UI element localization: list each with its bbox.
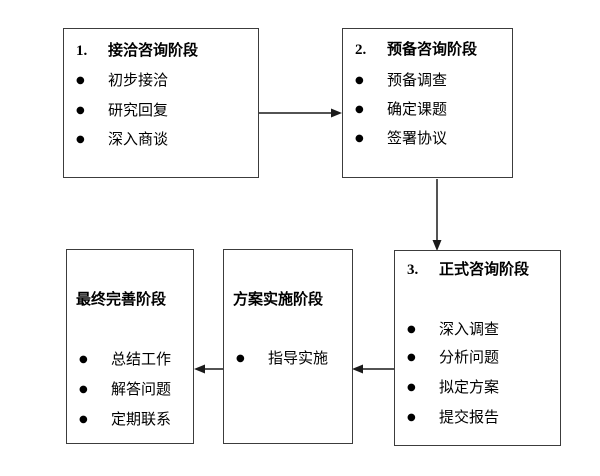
stage-box-formal-consulting: 3. 正式咨询阶段 ● 深入调查 ● 分析问题 ● 拟定方案 ● 提交报告 [394,250,561,446]
bullet-icon: ● [355,75,364,86]
stage-number: 2. [355,42,367,58]
stage-item: ● 分析问题 [395,350,560,366]
stage-box-initial-contact: 1. 接洽咨询阶段 ● 初步接洽 ● 研究回复 ● 深入商谈 [63,28,259,178]
stage-number: 3. [407,262,419,278]
stage-item-label: 预备调查 [387,73,448,89]
bullet-icon: ● [407,382,416,393]
stage-title-row: 1. 接洽咨询阶段 [64,43,258,59]
stage-title-row: 最终完善阶段 [67,292,193,308]
stage-title: 接洽咨询阶段 [108,43,199,59]
arrow-stage1-to-stage2 [258,108,342,118]
stage-title-row: 方案实施阶段 [224,292,352,308]
stage-item-label: 解答问题 [111,382,172,398]
bullet-icon: ● [79,384,88,395]
stage-item-label: 指导实施 [268,351,329,367]
stage-item-label: 提交报告 [439,410,500,426]
stage-item: ● 指导实施 [224,351,352,367]
stage-number: 1. [76,43,88,59]
bullet-icon: ● [355,104,364,115]
stage-item: ● 确定课题 [343,102,512,118]
arrow-stage2-to-stage3 [432,179,442,251]
stage-item-label: 初步接洽 [108,73,169,89]
stage-box-preparation: 2. 预备咨询阶段 ● 预备调查 ● 确定课题 ● 签署协议 [342,28,513,178]
bullet-icon: ● [407,412,416,423]
bullet-icon: ● [76,134,85,145]
bullet-icon: ● [355,133,364,144]
bullet-icon: ● [76,105,85,116]
stage-item: ● 深入调查 [395,322,560,338]
bullet-icon: ● [407,352,416,363]
bullet-icon: ● [236,353,245,364]
stage-item-label: 分析问题 [439,350,500,366]
arrow-implementation-to-final [194,364,223,374]
stage-item: ● 拟定方案 [395,380,560,396]
bullet-icon: ● [407,324,416,335]
stage-title: 最终完善阶段 [76,292,167,308]
stage-item: ● 签署协议 [343,131,512,147]
stage-box-final-improvement: 最终完善阶段 ● 总结工作 ● 解答问题 ● 定期联系 [66,249,194,444]
stage-item-label: 签署协议 [387,131,448,147]
stage-item: ● 研究回复 [64,103,258,119]
stage-title: 方案实施阶段 [233,292,324,308]
stage-item-label: 总结工作 [111,352,172,368]
bullet-icon: ● [79,354,88,365]
stage-item: ● 解答问题 [67,382,193,398]
stage-item: ● 总结工作 [67,352,193,368]
bullet-icon: ● [79,414,88,425]
stage-item-label: 拟定方案 [439,380,500,396]
stage-item: ● 提交报告 [395,410,560,426]
bullet-icon: ● [76,75,85,86]
arrow-stage3-to-implementation [352,364,394,374]
stage-item: ● 初步接洽 [64,73,258,89]
stage-item-label: 研究回复 [108,103,169,119]
stage-item-label: 深入商谈 [108,132,169,148]
stage-item: ● 预备调查 [343,73,512,89]
stage-item-label: 定期联系 [111,412,172,428]
stage-item: ● 定期联系 [67,412,193,428]
stage-title-row: 2. 预备咨询阶段 [343,42,512,58]
stage-title: 预备咨询阶段 [387,42,478,58]
stage-box-implementation: 方案实施阶段 ● 指导实施 [223,249,353,444]
stage-title: 正式咨询阶段 [439,262,530,278]
stage-item-label: 深入调查 [439,322,500,338]
stage-item-label: 确定课题 [387,102,448,118]
stage-title-row: 3. 正式咨询阶段 [395,262,560,278]
stage-item: ● 深入商谈 [64,132,258,148]
